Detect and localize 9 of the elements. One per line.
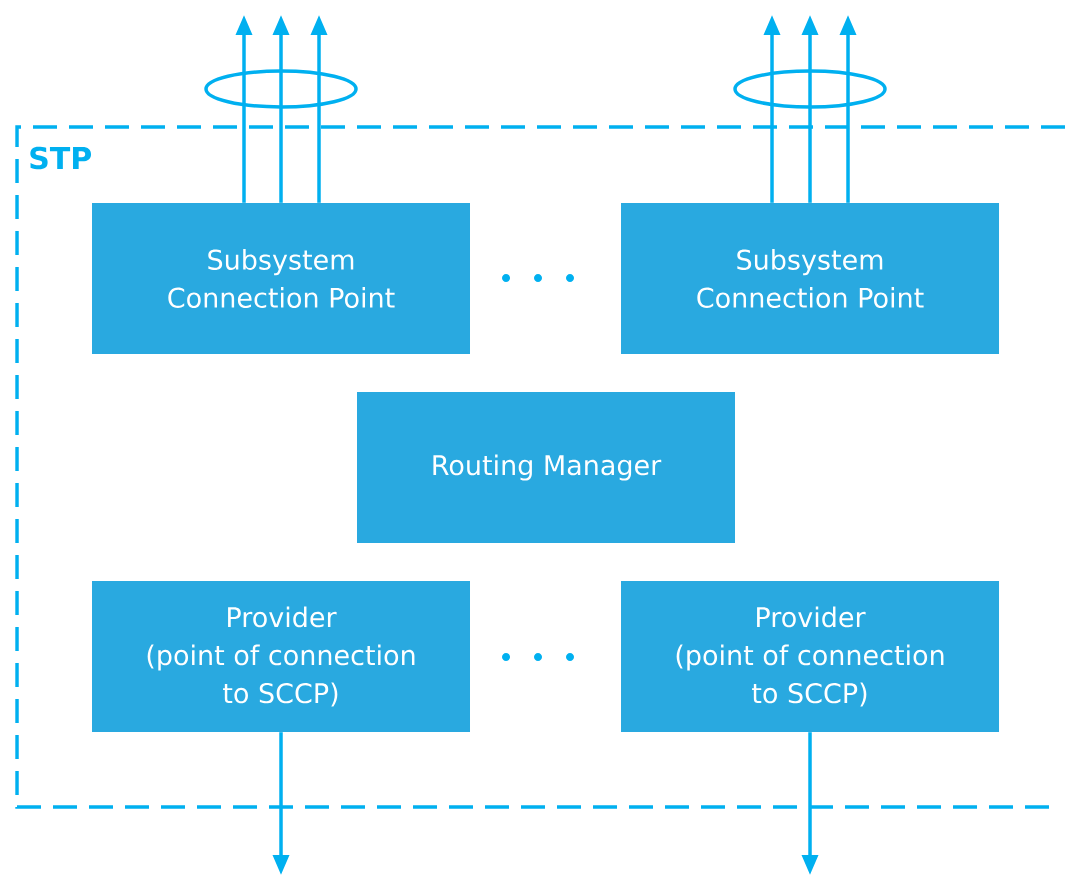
bundle-ring xyxy=(204,69,358,109)
process-box: Subsystem Connection Point xyxy=(92,203,470,354)
bundle-ring xyxy=(733,69,887,109)
process-box: Routing Manager xyxy=(357,392,735,543)
process-box: Provider (point of connection to SCCP) xyxy=(621,581,999,732)
process-box: Subsystem Connection Point xyxy=(621,203,999,354)
dashed-frame xyxy=(15,125,1065,809)
frame-title: STP xyxy=(30,146,92,170)
process-box: Provider (point of connection to SCCP) xyxy=(92,581,470,732)
